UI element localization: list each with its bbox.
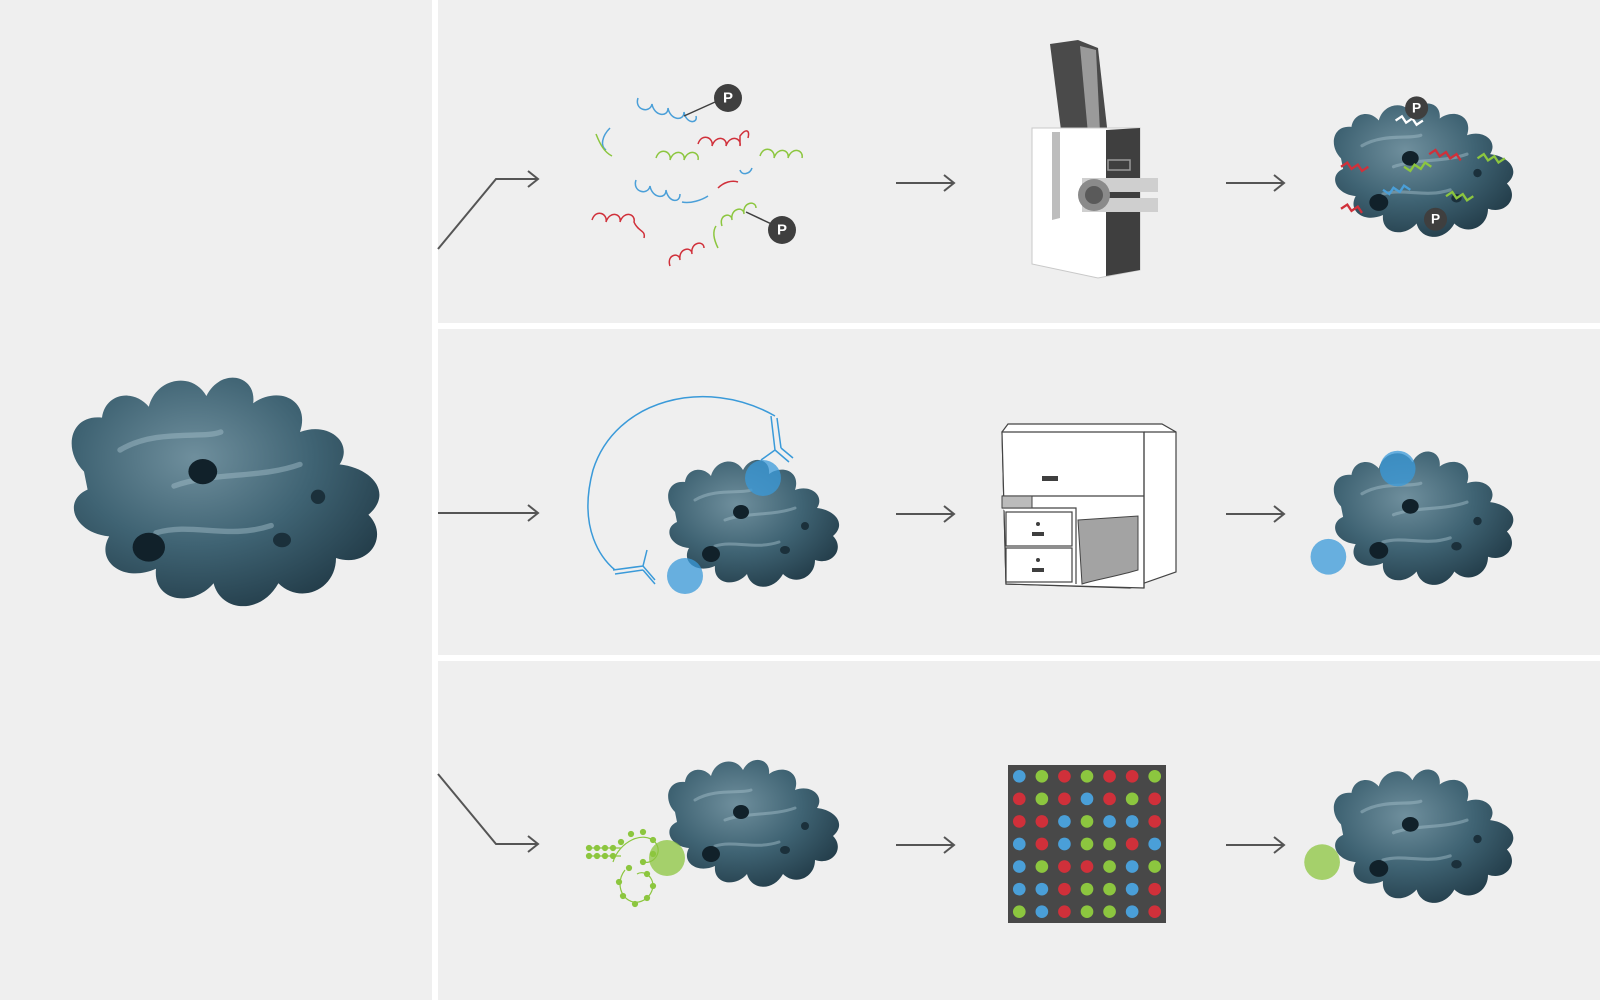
microarray-spot: [1012, 860, 1026, 873]
phospho-badge-icon: P: [1423, 207, 1448, 231]
microarray-spot: [1125, 837, 1139, 851]
microarray-spot: [1148, 905, 1162, 919]
microarray-spot: [1058, 860, 1071, 873]
arrow-right-icon: [1225, 835, 1287, 855]
microarray-spot: [1103, 837, 1116, 851]
branch-arrow-middle: [438, 504, 540, 522]
microarray-spot: [1058, 769, 1071, 783]
microarray-spot: [1148, 815, 1162, 828]
mass-spectrometer-icon: [1031, 40, 1158, 279]
microarray-spot: [1012, 792, 1026, 806]
phospho-label: P: [723, 90, 733, 107]
microarray-spot: [1058, 905, 1071, 919]
microarray-spot: [1103, 815, 1116, 828]
microarray-spot: [1125, 769, 1139, 783]
microarray-spot: [1012, 837, 1026, 851]
protein-with-aptamer-site: [1304, 758, 1530, 918]
phospho-label: P: [777, 222, 787, 239]
automated-immunoassay-instrument-icon: [1001, 423, 1177, 589]
microarray-spot: [1058, 815, 1071, 828]
branch-arrow-bottom: [437, 773, 540, 853]
microarray-spot: [1035, 860, 1049, 873]
arrow-right-icon: [895, 835, 957, 855]
microarray-spot: [1103, 905, 1116, 919]
arrow-right-icon: [1225, 173, 1287, 193]
microarray-spot: [1080, 815, 1094, 828]
microarray-spot: [1012, 905, 1026, 919]
arrow-right-icon: [1225, 504, 1287, 524]
microarray-icon: [1008, 765, 1166, 923]
microarray-spot: [1103, 792, 1116, 806]
arrow-right-icon: [895, 504, 957, 524]
phospho-badge-icon: P: [1405, 96, 1429, 120]
microarray-spot: [1012, 815, 1026, 828]
microarray-spot: [1035, 815, 1049, 828]
microarray-spot: [1103, 882, 1116, 896]
microarray-spot: [1058, 882, 1071, 896]
arrow-right-icon: [895, 173, 957, 193]
left-panel: [0, 0, 432, 1000]
microarray-spot: [1035, 837, 1049, 851]
microarray-spot: [1148, 837, 1162, 851]
microarray-spot: [1148, 769, 1162, 783]
phosphopeptide-mixture: P P: [591, 84, 803, 267]
microarray-spot: [1080, 882, 1094, 896]
microarray-spot: [1103, 860, 1116, 873]
phospho-badge-icon: P: [768, 216, 796, 244]
microarray-spot: [1035, 882, 1049, 896]
antibody-icon: [760, 415, 794, 463]
microarray-spot: [1080, 905, 1094, 919]
microarray-spot: [1125, 860, 1139, 873]
microarray-spot: [1012, 769, 1026, 783]
aptamer-binding-diagram: [585, 750, 865, 908]
vertical-divider: [432, 0, 438, 1000]
microarray-spot: [1148, 860, 1162, 873]
microarray-spot: [1035, 905, 1049, 919]
horizontal-divider-bottom: [438, 655, 1600, 661]
microarray-spot: [1103, 769, 1116, 783]
antibody-icon: [612, 549, 656, 585]
aptamer-icon: [585, 828, 659, 908]
protein-structure-icon: [48, 360, 408, 630]
microarray-spot: [1125, 792, 1139, 806]
protein-with-antibody-sites: [1310, 440, 1530, 600]
horizontal-divider-top: [438, 323, 1600, 329]
phospho-label: P: [1412, 100, 1421, 115]
microarray-spot: [1058, 792, 1071, 806]
protein-with-peptides: P P: [1320, 96, 1530, 252]
microarray-spot: [1058, 837, 1071, 851]
microarray-spot: [1125, 815, 1139, 828]
phospho-badge-icon: P: [714, 84, 742, 112]
microarray-spot: [1148, 882, 1162, 896]
microarray-spot: [1148, 792, 1162, 806]
microarray-spot: [1035, 769, 1049, 783]
microarray-spot: [1012, 882, 1026, 896]
microarray-spot: [1125, 905, 1139, 919]
microarray-spot: [1035, 792, 1049, 806]
antibody-binding-diagram: [587, 395, 865, 594]
microarray-spot: [1080, 792, 1094, 806]
phospho-label: P: [1431, 212, 1440, 227]
microarray-spot: [1080, 769, 1094, 783]
microarray-spot: [1125, 882, 1139, 896]
microarray-spot: [1080, 837, 1094, 851]
branch-arrow-top: [437, 170, 540, 250]
microarray-spot: [1080, 860, 1094, 873]
